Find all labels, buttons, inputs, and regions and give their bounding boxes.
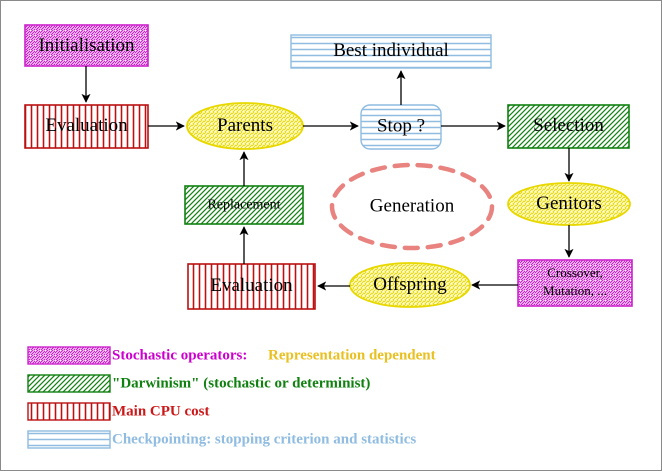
node-replacement[interactable]: Replacement <box>184 185 304 225</box>
node-best-individual[interactable]: Best individual <box>290 34 492 69</box>
node-generation-shape <box>329 162 495 251</box>
node-stop[interactable]: Stop ? <box>360 104 442 150</box>
node-initialisation-shape <box>24 24 149 67</box>
legend-label-darwinism: "Darwinism" (stochastic or determinist) <box>112 375 370 391</box>
legend: Stochastic operators: Representation dep… <box>27 346 436 449</box>
legend-label-representation-dependent: Representation dependent <box>268 347 436 363</box>
node-replacement-label: Replacement <box>207 198 280 213</box>
node-evaluation-bottom-shape <box>187 263 316 310</box>
legend-item-cpu-cost: Main CPU cost <box>27 402 210 421</box>
legend-swatch-blue-horizontal <box>27 430 111 449</box>
node-parents-label: Parents <box>217 115 273 136</box>
node-offspring-label: Offspring <box>373 274 447 295</box>
node-selection[interactable]: Selection <box>507 104 630 149</box>
legend-swatch-magenta-diagonal <box>27 346 111 365</box>
node-initialisation[interactable]: Initialisation <box>24 24 149 67</box>
node-evaluation-bottom[interactable]: Evaluation <box>187 263 316 310</box>
legend-label-checkpointing: Checkpointing: stopping criterion and st… <box>112 431 416 447</box>
node-best-individual-label: Best individual <box>333 40 449 61</box>
legend-item-stochastic: Stochastic operators: Representation dep… <box>27 346 436 365</box>
node-generation-label: Generation <box>370 195 455 216</box>
node-offspring[interactable]: Offspring <box>349 262 471 308</box>
node-evaluation-bottom-label: Evaluation <box>210 275 293 296</box>
legend-item-checkpointing: Checkpointing: stopping criterion and st… <box>27 430 416 449</box>
node-initialisation-label: Initialisation <box>38 35 135 56</box>
node-crossover-mutation-shape <box>517 259 633 307</box>
node-crossover-mutation-line2: Mutation, ... <box>543 283 607 298</box>
legend-swatch-red-vertical <box>27 402 111 421</box>
legend-label-cpu-cost: Main CPU cost <box>112 403 210 419</box>
node-selection-label: Selection <box>533 115 604 136</box>
node-crossover-mutation[interactable]: Crossover, Mutation, ... <box>517 259 633 307</box>
node-evaluation-top[interactable]: Evaluation <box>24 104 149 149</box>
node-evaluation-top-label: Evaluation <box>45 115 128 136</box>
node-offspring-shape <box>349 262 471 308</box>
node-parents[interactable]: Parents <box>186 102 304 150</box>
node-stop-label: Stop ? <box>377 115 425 136</box>
node-evaluation-top-shape <box>24 104 149 149</box>
node-genitors[interactable]: Genitors <box>507 182 631 226</box>
node-replacement-shape <box>184 185 304 225</box>
arrow-layer <box>81 66 574 291</box>
legend-label-stochastic: Stochastic operators: <box>112 347 247 363</box>
node-genitors-label: Genitors <box>536 193 601 214</box>
node-crossover-mutation-line1: Crossover, <box>547 265 602 280</box>
node-best-individual-shape <box>290 34 492 69</box>
legend-swatch-green-diagonal <box>27 374 111 393</box>
legend-item-darwinism: "Darwinism" (stochastic or determinist) <box>27 374 370 393</box>
node-generation: Generation <box>329 162 495 251</box>
